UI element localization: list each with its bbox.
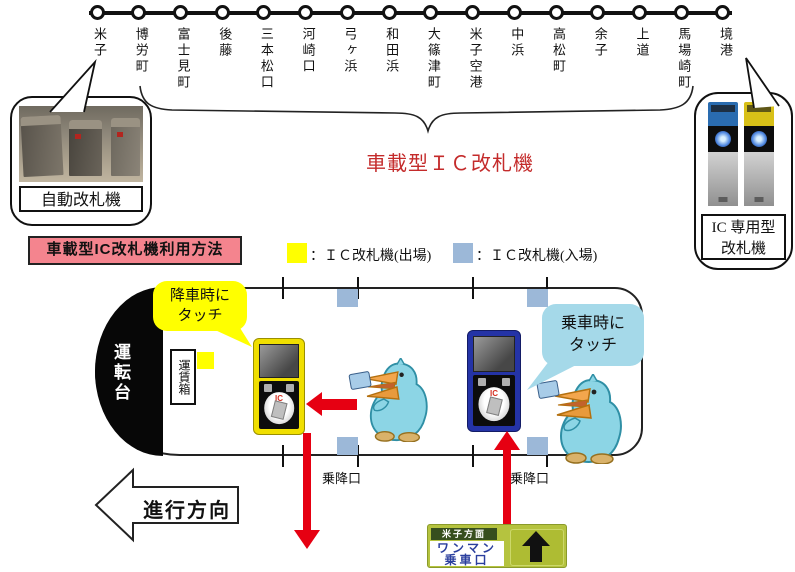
enter-reader-marker <box>527 289 548 307</box>
station-dot <box>172 5 188 20</box>
station-dot <box>381 5 397 20</box>
station-label: 高松町 <box>551 27 567 75</box>
reader-panel: IC <box>259 380 299 429</box>
card-graphic-icon <box>485 396 503 416</box>
station-label: 米子 <box>92 27 107 59</box>
station-label: 中浜 <box>509 27 525 59</box>
board-touch-bubble: 乗車時に タッチ <box>542 304 644 366</box>
card-graphic-icon <box>270 400 288 420</box>
station-dot <box>298 5 314 20</box>
exit-reader-marker <box>197 352 214 369</box>
railway-track-line <box>89 11 732 15</box>
station-dot <box>631 5 647 20</box>
door-frame-tick <box>472 445 474 467</box>
card-touch-target-icon: IC <box>478 387 510 421</box>
enter-reader-marker <box>337 289 358 307</box>
door-frame-tick <box>282 445 284 467</box>
station-label: 弓ヶ浜 <box>342 27 358 75</box>
station-dot <box>506 5 522 20</box>
ic-gate-pillar-entry <box>708 102 738 206</box>
station-dot <box>214 5 230 20</box>
station-label: 米子空港 <box>467 27 483 91</box>
station-dot <box>256 5 272 20</box>
gate-machine-icon <box>20 114 64 178</box>
rear-door-label: 乗降口 <box>510 471 550 486</box>
station-dot <box>423 5 439 20</box>
legend-exit-swatch <box>287 243 307 263</box>
travel-direction-label: 進行方向 <box>143 500 231 522</box>
door-frame-tick <box>546 277 548 299</box>
reader-screen <box>259 344 299 379</box>
alight-touch-bubble: 降車時に タッチ <box>153 281 247 331</box>
gate-machine-icon <box>111 118 140 176</box>
ic-gate-label: IC 専用型 改札機 <box>701 214 786 260</box>
station-dot <box>131 5 147 20</box>
station-dot <box>339 5 355 20</box>
station-label: 余子 <box>592 27 608 59</box>
reader-panel: IC <box>473 375 515 426</box>
station-label: 河崎口 <box>300 27 316 75</box>
station-label: 上道 <box>634 27 650 59</box>
door-frame-tick <box>357 445 359 467</box>
legend-enter-swatch <box>453 243 473 263</box>
boarding-sign: 米子方面 ワンマン 乗車口 <box>427 524 567 568</box>
usage-title: 車載型IC改札機利用方法 <box>28 236 242 265</box>
station-dot <box>590 5 606 20</box>
legend-enter-label: ：ＩＣ改札機(入場) <box>476 249 598 264</box>
onboard-section-brace <box>139 85 694 134</box>
ic-gate-callout: IC 専用型 改札機 <box>694 92 793 270</box>
driver-cab-label: 運転台 <box>111 343 130 403</box>
card-touch-target-icon: IC <box>264 392 294 425</box>
enter-reader-marker <box>337 437 358 455</box>
door-frame-tick <box>546 445 548 467</box>
station-label: 後藤 <box>217 27 233 59</box>
auto-gate-callout: 自動改札機 <box>10 96 152 226</box>
station-label: 博労町 <box>133 27 149 75</box>
station-label: 三本松口 <box>258 27 274 91</box>
card-touch-glow-icon <box>751 131 767 147</box>
station-label: 富士見町 <box>175 27 191 91</box>
onboard-reader-exit: IC <box>253 338 305 435</box>
ic-gate-pillar-exit <box>744 102 774 206</box>
sign-up-arrow-icon <box>510 529 564 566</box>
station-dot <box>465 5 481 20</box>
onboard-reader-enter: IC <box>467 330 521 432</box>
legend-exit-label: ：ＩＣ改札機(出場) <box>310 249 432 264</box>
enter-reader-marker <box>527 437 548 455</box>
station-label: 和田浜 <box>384 27 400 75</box>
station-label: 大篠津町 <box>425 27 441 91</box>
station-dot <box>548 5 564 20</box>
reader-screen <box>473 336 515 372</box>
onboard-ic-gate-label: 車載型ＩＣ改札機 <box>366 153 534 175</box>
door-frame-tick <box>357 277 359 299</box>
sign-boarding-door-label: ワンマン 乗車口 <box>430 541 504 566</box>
ic-logo: IC <box>489 389 498 399</box>
station-label: 馬場崎町 <box>676 27 692 91</box>
station-dot <box>673 5 689 20</box>
door-frame-tick <box>472 277 474 299</box>
auto-gate-label: 自動改札機 <box>19 186 143 212</box>
auto-gate-photo <box>19 106 143 182</box>
front-door-label: 乗降口 <box>322 471 362 486</box>
station-dot <box>715 5 731 20</box>
sign-direction-label: 米子方面 <box>431 528 497 540</box>
card-touch-glow-icon <box>715 131 731 147</box>
station-dot <box>89 5 105 20</box>
door-frame-tick <box>282 277 284 299</box>
ic-logo: IC <box>275 394 283 404</box>
station-label: 境港 <box>717 27 733 59</box>
gate-machine-icon <box>69 120 102 176</box>
fare-box: 運賃箱 <box>170 349 196 405</box>
